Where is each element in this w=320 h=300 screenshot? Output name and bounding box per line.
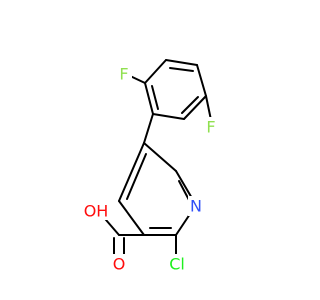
bond-p5-p1 [118,142,145,202]
n-ring-bg [188,196,204,216]
bond-p2-n-inner [178,180,190,201]
bond-c4-c5-inner [181,96,199,114]
bond-c3-c4 [196,64,207,97]
atom-n: N [190,197,202,216]
bond-biaryl [143,113,154,144]
background [0,0,300,300]
f-top-bg [116,64,132,84]
cl-bg [164,254,190,274]
oh-bg [80,200,112,220]
bond-c2-c3 [165,59,198,66]
bond-p4-p5 [118,200,145,236]
bond-c6-c1-inner [151,85,159,110]
bond-p1-p2 [143,142,177,172]
bond-c4-fright [205,95,212,121]
atom-oh: OH [84,202,109,221]
bond-c2-c3-inner [169,67,194,72]
bond-c1-c2 [144,59,167,84]
o-carbonyl-bg [111,254,127,274]
bond-p5-p1-inner [126,153,147,200]
atom-f-top: F [119,65,128,84]
bond-c5-c6 [152,113,185,120]
f-right-bg [203,117,219,137]
bond-c4-c5 [183,95,207,120]
atom-o-carbonyl: O [113,255,126,274]
atom-cl: Cl [169,255,185,274]
atom-labels: F F N OH O Cl [80,64,219,274]
molecule-structure: F F N OH O Cl [0,0,300,300]
bond-c6-c1 [144,82,154,115]
atom-f-right: F [206,118,215,137]
